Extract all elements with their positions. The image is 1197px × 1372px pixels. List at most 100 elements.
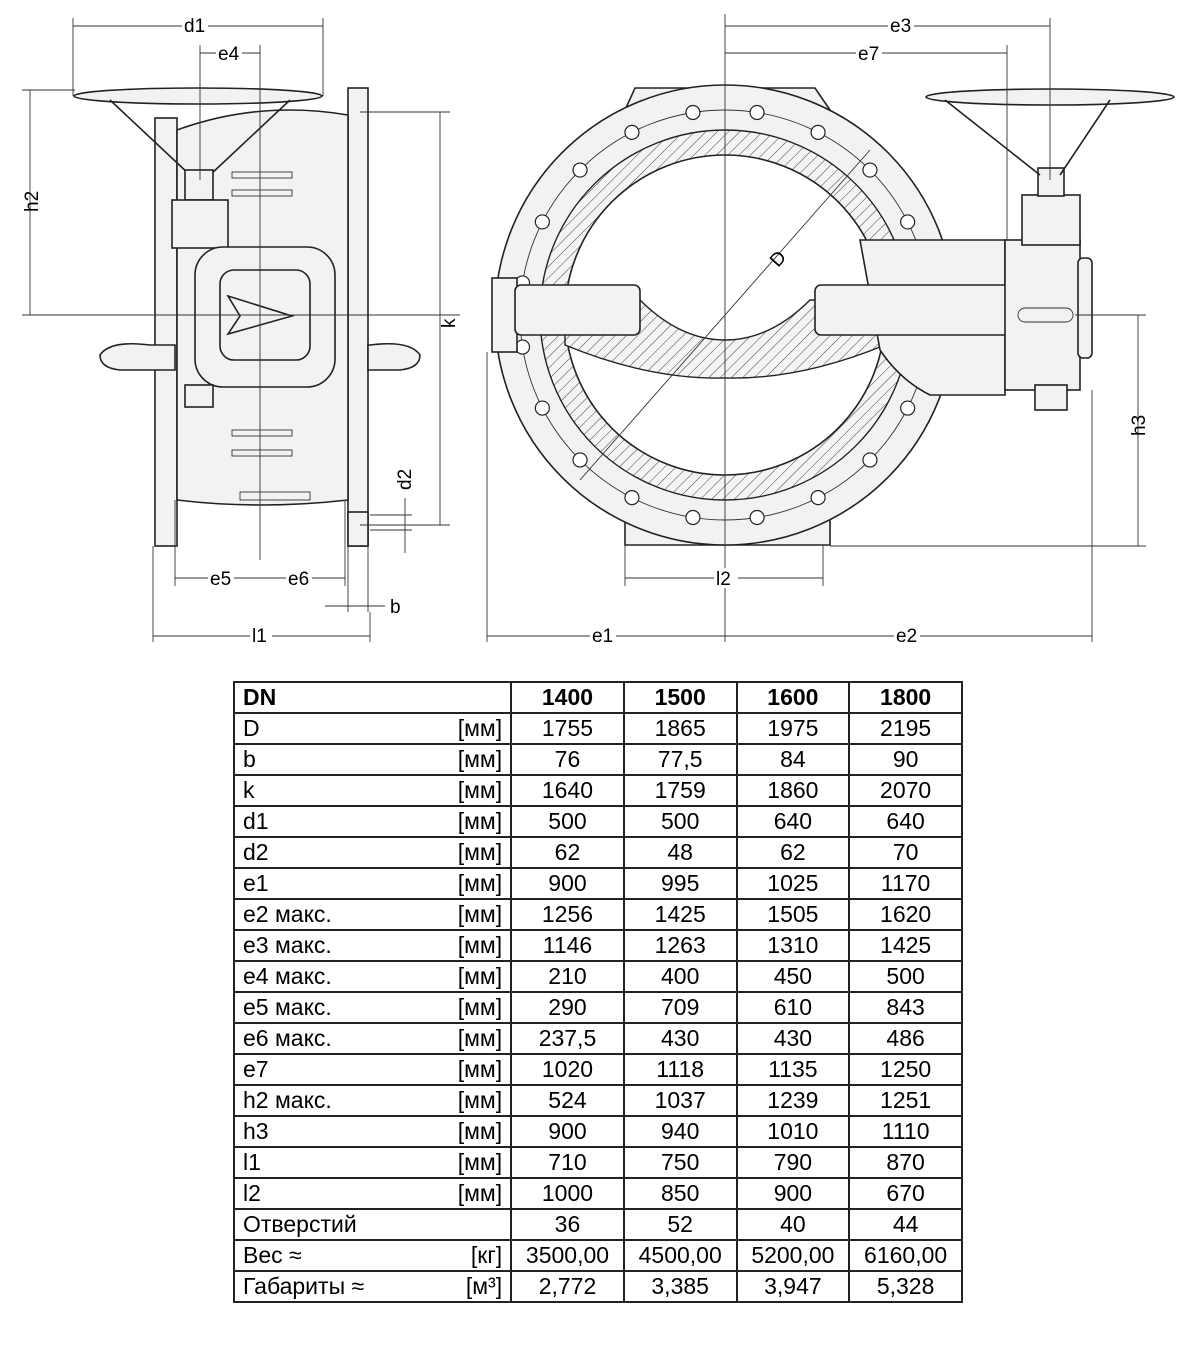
row-label: e6 макс.: [243, 1025, 332, 1051]
dim-label-e6: e6: [288, 569, 309, 590]
row-unit: [мм]: [457, 839, 503, 865]
table-cell: 44: [848, 1208, 963, 1241]
table-cell: 6160,00: [848, 1239, 963, 1272]
row-label: e5 макс.: [243, 994, 332, 1020]
row-label-cell: e6 макс.[мм]: [232, 1022, 513, 1055]
bolt-hole: [810, 124, 826, 140]
bolt-hole: [900, 400, 916, 416]
row-unit: [мм]: [457, 963, 503, 989]
table-cell: 1251: [848, 1084, 963, 1117]
row-label: h2 макс.: [243, 1087, 332, 1113]
table-cell: 84: [735, 743, 851, 776]
header-dn: DN: [232, 681, 513, 714]
table-cell: 1037: [622, 1084, 738, 1117]
dim-label-d2: d2: [395, 469, 416, 490]
valve-technical-drawing: d1 e4 h2 k d2 e5 e6 b l1: [22, 14, 1175, 647]
dim-label-b: b: [390, 597, 401, 618]
table-cell: 1975: [735, 712, 851, 745]
table-cell: 2070: [848, 774, 963, 807]
row-label: d2: [243, 839, 269, 865]
front-view: [491, 84, 1175, 546]
table-cell: 2195: [848, 712, 963, 745]
table-cell: 610: [735, 991, 851, 1024]
dim-label-e4: e4: [218, 44, 240, 65]
header-dn-value: 1600: [735, 681, 851, 714]
table-cell: 430: [735, 1022, 851, 1055]
row-label-cell: e5 макс. [мм]: [232, 991, 513, 1024]
table-cell: 2,772: [510, 1270, 625, 1303]
table-cell: 640: [735, 805, 851, 838]
bolt-hole: [749, 509, 765, 526]
table-cell: 76: [510, 743, 625, 776]
dim-label-h3: h3: [1129, 415, 1150, 436]
table-cell: 1135: [735, 1053, 851, 1086]
table-cell: 1118: [622, 1053, 738, 1086]
table-cell: 62: [735, 836, 851, 869]
row-label-cell: h3 [мм]: [232, 1115, 513, 1148]
row-label-cell: b[мм]: [232, 743, 513, 776]
row-unit: [кг]: [470, 1242, 503, 1268]
header-dn-value: 1400: [510, 681, 625, 714]
row-label: b: [243, 746, 256, 772]
table-cell: 52: [622, 1208, 738, 1241]
table-cell: 1860: [735, 774, 851, 807]
table-cell: 940: [622, 1115, 738, 1148]
dim-label-e5: e5: [210, 569, 231, 590]
table-cell: 4500,00: [622, 1239, 738, 1272]
bolt-hole: [534, 400, 550, 416]
bolt-hole: [685, 509, 701, 526]
row-label-cell: h2 макс.[мм]: [232, 1084, 513, 1117]
table-cell: 1425: [622, 898, 738, 931]
table-cell: 843: [848, 991, 963, 1024]
table-cell: 790: [735, 1146, 851, 1179]
table-cell: 1505: [735, 898, 851, 931]
row-label-cell: l1[мм]: [232, 1146, 513, 1179]
table-cell: 90: [848, 743, 963, 776]
table-cell: 709: [622, 991, 738, 1024]
table-cell: 870: [848, 1146, 963, 1179]
table-cell: 850: [622, 1177, 738, 1210]
header-dn-value: 1800: [848, 681, 963, 714]
row-label: e4 макс.: [243, 963, 332, 989]
table-cell: 900: [510, 867, 625, 900]
table-cell: 450: [735, 960, 851, 993]
table-cell: 1759: [622, 774, 738, 807]
table-cell: 524: [510, 1084, 625, 1117]
row-label: D: [243, 715, 260, 741]
row-unit: [мм]: [457, 1180, 503, 1206]
row-unit: [мм]: [457, 870, 503, 896]
row-label: d1: [243, 808, 269, 834]
header-dn-value: 1500: [622, 681, 738, 714]
table-cell: 640: [848, 805, 963, 838]
dim-label-e1: e1: [592, 626, 613, 647]
row-label: e1: [243, 870, 269, 896]
row-label: l1: [243, 1149, 261, 1175]
row-label: k: [243, 777, 255, 803]
table-cell: 1640: [510, 774, 625, 807]
row-unit: [мм]: [457, 1118, 503, 1144]
bolt-hole: [862, 452, 878, 468]
table-cell: 1110: [848, 1115, 963, 1148]
row-unit: [мм]: [457, 994, 503, 1020]
row-unit: [мм]: [457, 901, 503, 927]
row-unit: [м³]: [465, 1273, 503, 1299]
table-cell: 3,947: [735, 1270, 851, 1303]
table-cell: 1620: [848, 898, 963, 931]
bolt-hole: [624, 490, 640, 506]
row-label: h3: [243, 1118, 269, 1144]
